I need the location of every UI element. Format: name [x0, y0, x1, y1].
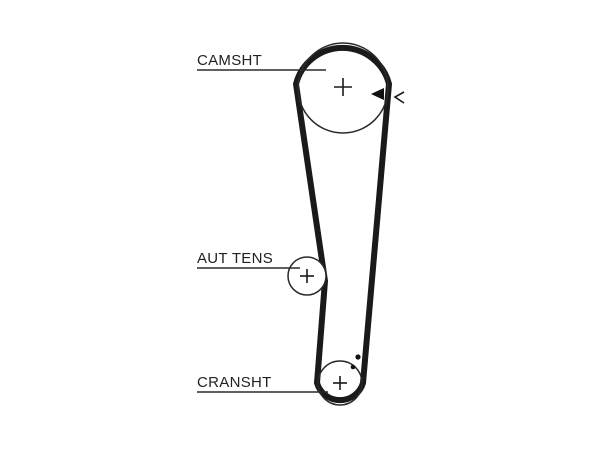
crankshaft-pulley: [317, 360, 363, 406]
tensioner-center-icon: [300, 269, 314, 283]
camshaft-center-icon: [334, 78, 352, 96]
housing-timing-mark-icon: [393, 91, 405, 104]
tensioner-label: AUT TENS: [197, 250, 273, 267]
crankshaft-center-icon: [333, 376, 347, 390]
camshaft-label: CAMSHT: [197, 52, 262, 69]
crankshaft-timing-dot-icon: [355, 354, 361, 360]
crankshaft-label: CRANSHT: [197, 374, 272, 391]
camshaft-pulley: [297, 42, 389, 134]
timing-belt: [293, 44, 392, 404]
camshaft-timing-mark-icon: [371, 88, 384, 100]
crankshaft-key-dot-icon: [350, 364, 356, 370]
